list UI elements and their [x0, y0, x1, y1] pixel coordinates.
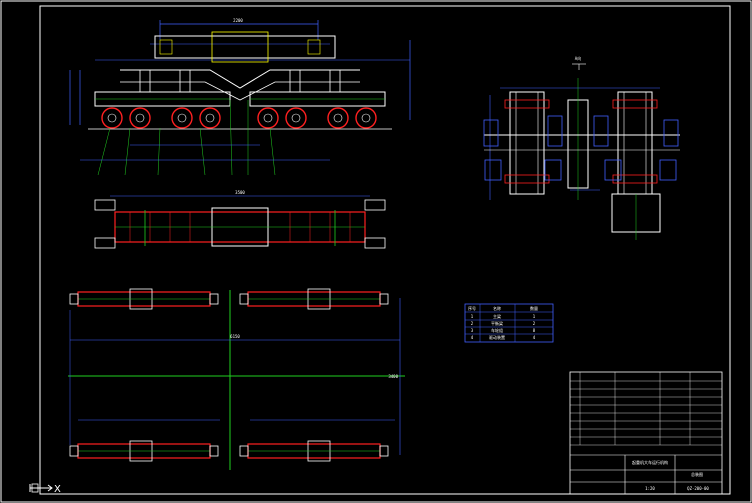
- title-block-sheet: 总装图: [691, 471, 703, 477]
- side-view-a: A向: [483, 55, 680, 240]
- ucs-axis-icon: X: [29, 483, 61, 495]
- parts-row-2-qty: 2: [533, 321, 536, 326]
- dim-plan-height: 3400: [388, 374, 398, 379]
- parts-row-3-qty: 8: [533, 328, 536, 333]
- parts-row-1-no: 1: [471, 314, 474, 319]
- parts-row-4-name: 驱动装置: [489, 334, 505, 340]
- ucs-x-label: X: [54, 484, 61, 495]
- parts-header-name: 名称: [493, 305, 501, 311]
- title-block-title: 起重机大车运行机构: [632, 459, 668, 465]
- front-view: 2200: [69, 18, 411, 176]
- title-block: 起重机大车运行机构 总装图 1:20 QZ-200-00: [569, 371, 723, 495]
- parts-row-1-name: 主梁: [493, 313, 501, 319]
- parts-header-qty: 数量: [530, 305, 538, 311]
- dim-plan-span: 6150: [230, 334, 240, 339]
- carriage-top-view: 3500: [94, 190, 386, 249]
- dim-plan-overall: 3500: [235, 190, 245, 195]
- drawing-frame: [39, 5, 731, 495]
- parts-table: 序号 名称 数量 1 主梁 1 2 平衡梁 2 3 车轮组 8 4 驱动装置 4: [464, 303, 554, 343]
- wheel-row: [101, 107, 377, 129]
- main-girder: [154, 35, 336, 59]
- parts-row-2-no: 2: [471, 321, 474, 326]
- section-label: A向: [575, 55, 581, 61]
- title-block-scale: 1:20: [645, 486, 655, 491]
- parts-header-no: 序号: [468, 305, 476, 311]
- dim-top-overall: 2200: [233, 18, 243, 23]
- parts-row-4-no: 4: [471, 335, 474, 340]
- parts-row-2-name: 平衡梁: [491, 320, 503, 326]
- title-block-drawing-no: QZ-200-00: [687, 486, 709, 491]
- parts-row-3-name: 车轮组: [491, 327, 503, 333]
- parts-row-3-no: 3: [471, 328, 474, 333]
- plan-layout: 6150 3400: [68, 288, 405, 470]
- parts-row-1-qty: 1: [533, 314, 536, 319]
- parts-row-4-qty: 4: [533, 335, 536, 340]
- ucs-box-icon: [31, 483, 39, 493]
